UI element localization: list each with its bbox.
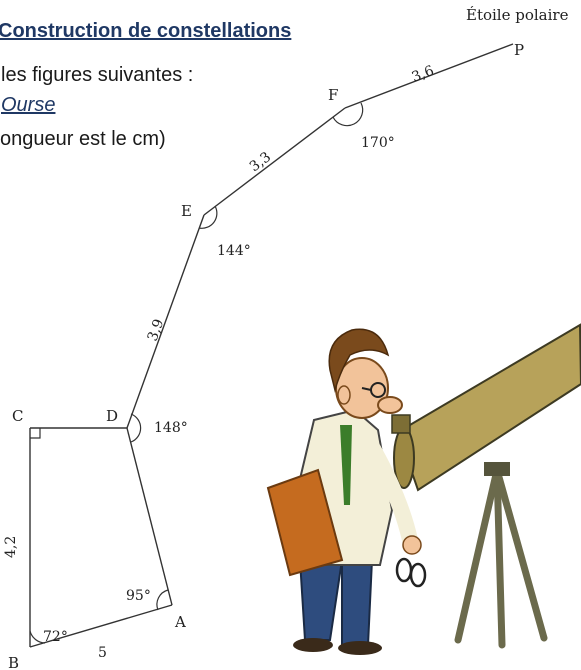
length-label-de: 3,9 — [145, 317, 168, 343]
right-angle-mark-c — [30, 428, 41, 439]
segment-fp — [344, 43, 514, 109]
point-label-p: P — [514, 41, 524, 59]
angle-mark-a — [156, 589, 169, 611]
segment-da — [126, 427, 173, 606]
angle-label-b: 72° — [43, 629, 68, 645]
angle-label-d: 148° — [154, 420, 188, 436]
instruction-text: les figures suivantes : — [1, 64, 194, 86]
segment-de — [126, 214, 205, 429]
point-label-d: D — [106, 407, 118, 425]
constellation-name: Ourse — [1, 94, 56, 116]
length-label-ab: 5 — [98, 645, 107, 661]
angle-mark-f — [332, 102, 364, 127]
astronomer-with-telescope-illustration — [266, 323, 581, 655]
exercise-title: Construction de constellations — [0, 20, 292, 42]
angle-mark-d — [130, 413, 142, 443]
point-label-b: B — [8, 654, 19, 670]
polaris-label: Étoile polaire — [466, 6, 569, 24]
point-label-f: F — [328, 86, 338, 104]
angle-label-e: 144° — [217, 243, 251, 259]
length-label-fp: 3,6 — [410, 63, 437, 86]
angle-mark-e — [198, 205, 218, 229]
segment-ab — [29, 604, 173, 648]
unit-note: ongueur est le cm) — [0, 128, 166, 150]
angle-label-f: 170° — [361, 135, 395, 151]
angle-mark-b — [29, 630, 46, 644]
point-label-a: A — [174, 613, 186, 631]
point-label-e: E — [181, 202, 192, 220]
length-label-bc: 4,2 — [3, 536, 19, 558]
point-label-c: C — [12, 407, 23, 425]
length-label-ef: 3,3 — [247, 149, 274, 175]
angle-label-a: 95° — [126, 588, 151, 604]
segment-ef — [203, 107, 346, 216]
